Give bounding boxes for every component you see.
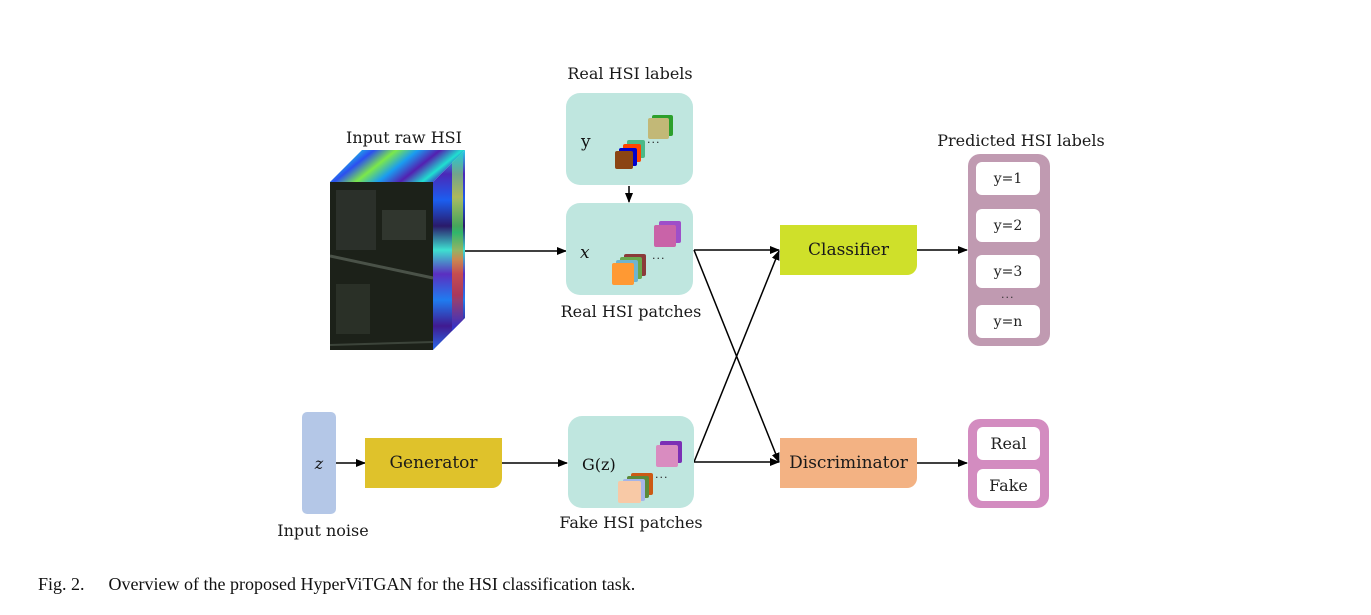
discriminator-block: Discriminator — [780, 438, 917, 488]
predicted-label-item: y=2 — [976, 209, 1040, 242]
patch-x-symbol: x — [580, 243, 590, 263]
predicted-label-text: y=3 — [993, 263, 1023, 280]
label-square — [615, 151, 633, 169]
generator-block: Generator — [365, 438, 502, 488]
classifier-block: Classifier — [780, 225, 917, 275]
figure-caption-text: Overview of the proposed HyperViTGAN for… — [108, 574, 636, 594]
predicted-label-item: y=3 — [976, 255, 1040, 288]
output-real: Real — [977, 427, 1040, 460]
patch-square — [654, 225, 676, 247]
real-fake-output-box: Real Fake — [968, 419, 1049, 508]
fake-patches-caption: Fake HSI patches — [559, 513, 703, 532]
label-square — [648, 118, 669, 139]
real-patches-caption: Real HSI patches — [560, 302, 702, 321]
figure-caption: Fig. 2. Overview of the proposed HyperViT… — [38, 574, 635, 595]
predicted-labels-title: Predicted HSI labels — [937, 131, 1105, 150]
real-labels-box: y ... — [566, 93, 693, 185]
classifier-label: Classifier — [808, 240, 889, 260]
patch-ellipsis: ... — [652, 249, 666, 262]
real-labels-title: Real HSI labels — [567, 64, 693, 83]
predicted-label-item: y=1 — [976, 162, 1040, 195]
predicted-label-item: y=n — [976, 305, 1040, 338]
fake-ellipsis: ... — [655, 468, 669, 481]
predicted-label-text: y=1 — [993, 170, 1023, 187]
fake-patches-box: G(z) ... — [568, 416, 694, 508]
noise-z-symbol: z — [314, 453, 324, 473]
fake-patch-square — [618, 481, 641, 503]
discriminator-label: Discriminator — [789, 453, 908, 473]
real-patches-box: x ... — [566, 203, 693, 295]
fake-gz-symbol: G(z) — [582, 455, 616, 474]
predicted-ellipsis: ... — [1001, 288, 1015, 301]
hsi-cube-image — [330, 150, 465, 350]
patch-square — [612, 263, 634, 285]
predicted-label-text: y=2 — [993, 217, 1023, 234]
generator-label: Generator — [389, 453, 478, 473]
input-hsi-label: Input raw HSI — [346, 128, 462, 147]
predicted-label-text: y=n — [993, 313, 1023, 330]
label-y-symbol: y — [581, 132, 591, 152]
edge-fake-to-classifier — [693, 250, 780, 463]
predicted-labels-box: y=1 y=2 y=3 ... y=n — [968, 154, 1050, 346]
label-ellipsis: ... — [647, 133, 661, 146]
fake-patch-square — [656, 445, 678, 467]
output-real-label: Real — [990, 434, 1027, 453]
figure-number: Fig. 2. — [38, 574, 85, 594]
input-noise-caption: Input noise — [277, 521, 369, 540]
output-fake: Fake — [977, 469, 1040, 501]
noise-vector: z — [302, 412, 336, 514]
output-fake-label: Fake — [989, 475, 1028, 495]
